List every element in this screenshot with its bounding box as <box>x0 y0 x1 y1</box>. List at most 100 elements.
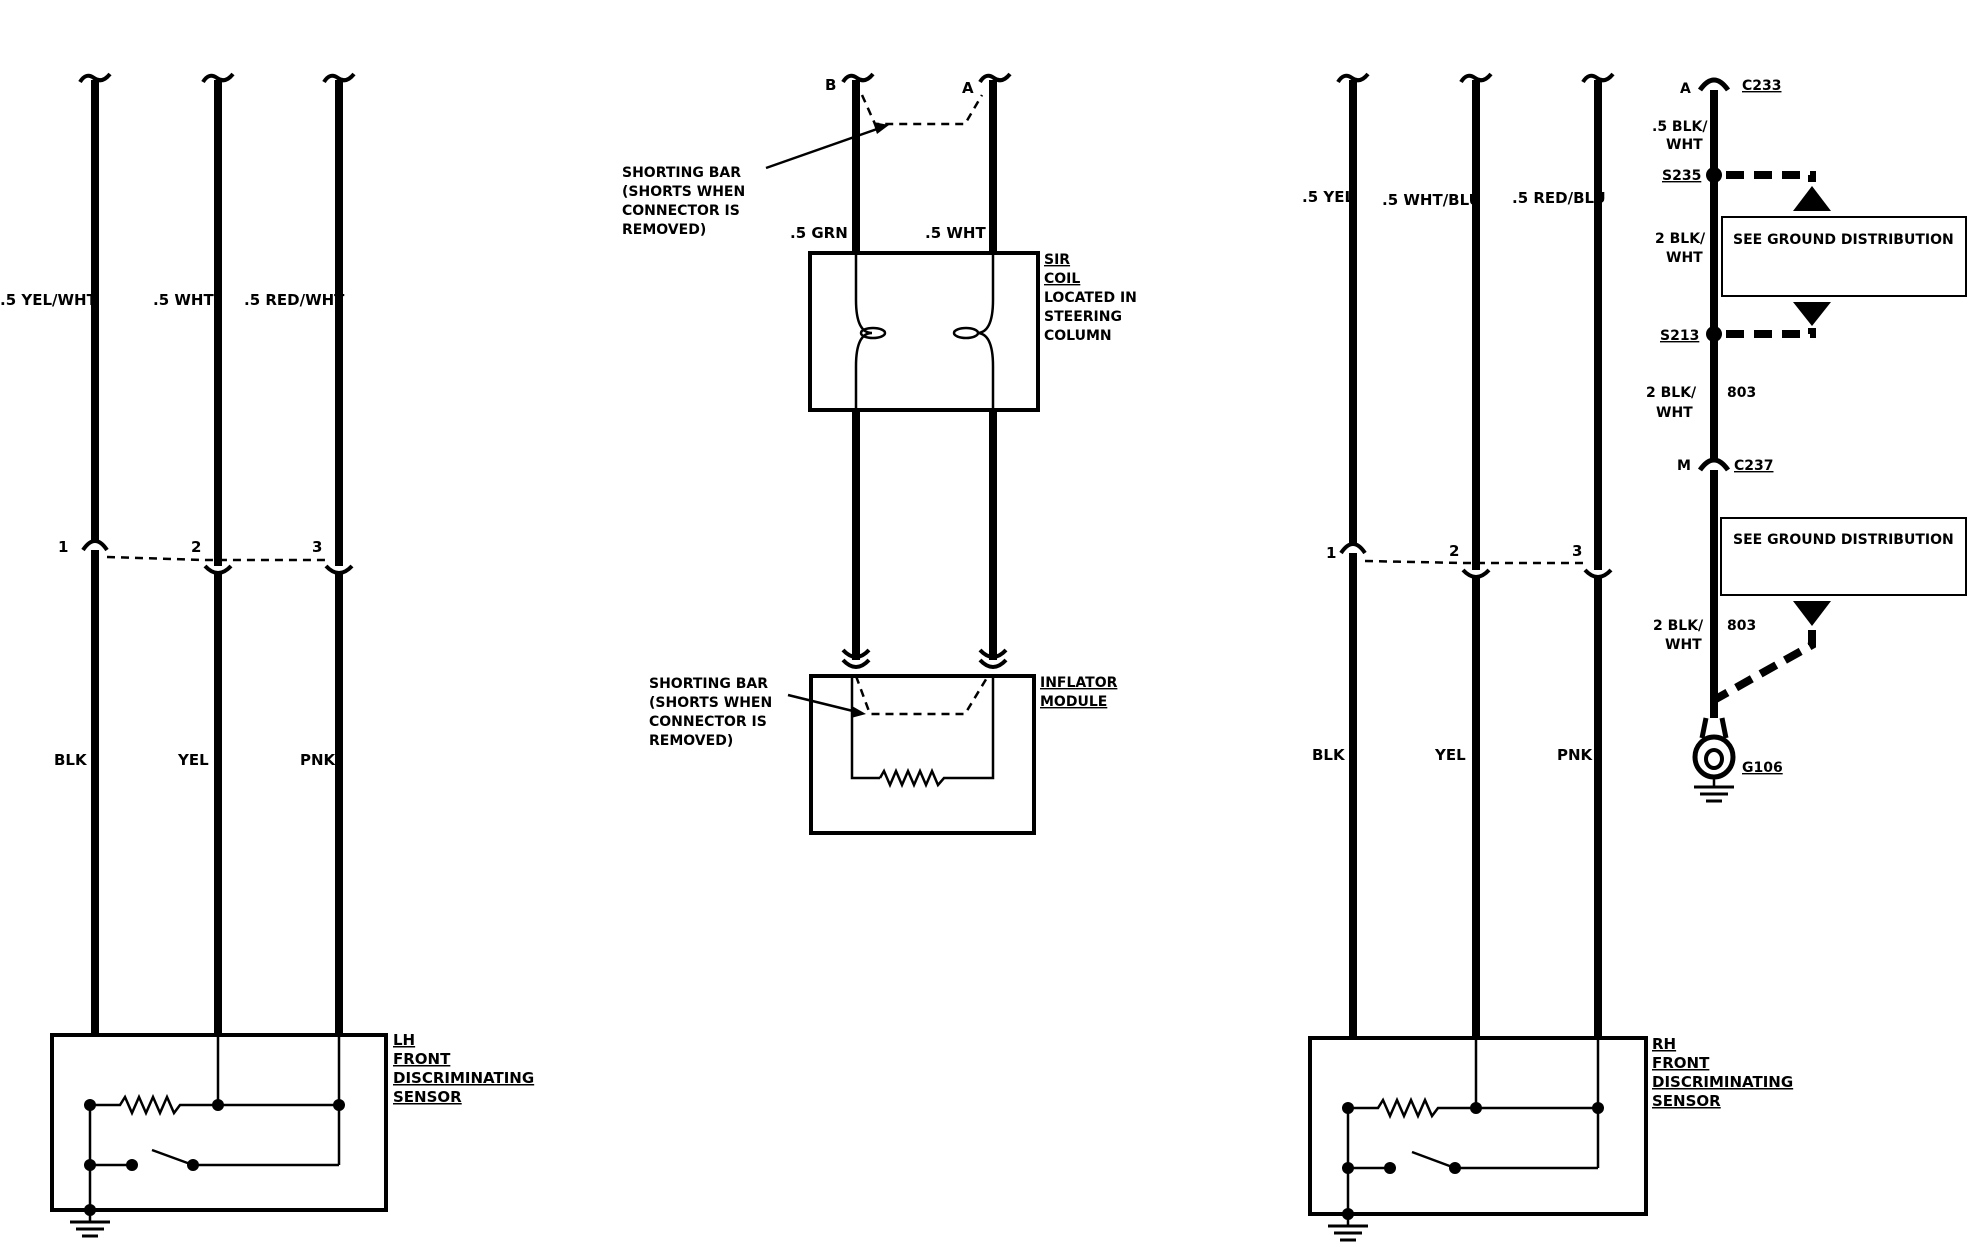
s235-label: S235 <box>1662 168 1701 184</box>
see-ground-text-2: SEE GROUND DISTRIBUTION <box>1733 532 1954 548</box>
s213-splice-icon <box>1706 326 1722 342</box>
lh-pin-1: 1 <box>58 538 68 556</box>
rh-node <box>1342 1102 1354 1114</box>
wire1-line2: WHT <box>1666 137 1703 153</box>
g106-ground-dash <box>1712 630 1816 704</box>
ground-arrow-down-icon <box>1793 302 1831 326</box>
lh-sensor-name-1: LH <box>393 1031 415 1049</box>
shorting-bar-bottom-2: (SHORTS WHEN <box>649 695 772 711</box>
lh-sensor-name-3: DISCRIMINATING <box>393 1069 534 1087</box>
shorting-bar-top-4: REMOVED) <box>622 222 706 238</box>
shorting-bar-top <box>860 94 984 126</box>
connector-2-marker <box>203 564 233 575</box>
lh-wire-color-2: YEL <box>177 751 209 769</box>
shorting-bar-bottom <box>854 675 990 716</box>
g106-ring-terminal-icon <box>1692 700 1736 803</box>
ground-arrow-down-icon <box>1793 601 1831 626</box>
see-ground-text-1: SEE GROUND DISTRIBUTION <box>1733 232 1954 248</box>
g106-label: G106 <box>1742 760 1783 776</box>
lh-sensor-name-2: FRONT <box>393 1050 451 1068</box>
sir-coil-1: SIR <box>1044 252 1070 268</box>
rh-node <box>1470 1102 1482 1114</box>
rh-pin-3: 3 <box>1572 542 1582 560</box>
rh-sensor-section: .5 YEL .5 WHT/BLU .5 RED/BLU 1 2 3 BLK Y… <box>1302 72 1793 1242</box>
lh-node <box>333 1099 345 1111</box>
rh-switch <box>1411 1150 1456 1170</box>
shorting-bar-top-2: (SHORTS WHEN <box>622 184 745 200</box>
lh-node <box>126 1159 138 1171</box>
shorting-bar-top-3: CONNECTOR IS <box>622 203 740 219</box>
wire3-line1: 2 BLK/ <box>1646 385 1697 401</box>
wire4-line1: 2 BLK/ <box>1653 618 1704 634</box>
connector-2-marker <box>1461 568 1491 579</box>
s235-splice-icon <box>1706 167 1722 183</box>
rh-wire-color-1: BLK <box>1312 746 1346 764</box>
lh-ground-icon <box>70 1210 110 1238</box>
wire-break-mark <box>1581 72 1615 84</box>
rh-node <box>1384 1162 1396 1174</box>
rh-wire-color-2: YEL <box>1434 746 1466 764</box>
shorting-bar-arrow <box>787 693 858 714</box>
lh-pin-2: 2 <box>191 538 201 556</box>
arrow-head <box>873 122 889 134</box>
see-ground-box-1 <box>1721 216 1967 297</box>
inflator-name-2: MODULE <box>1040 694 1107 710</box>
rh-node <box>1592 1102 1604 1114</box>
s213-label: S213 <box>1660 328 1699 344</box>
connector-1-marker <box>1339 542 1367 555</box>
rh-node <box>1342 1162 1354 1174</box>
coil-internal <box>854 253 873 410</box>
lh-wire-label-1: .5 YEL/WHT <box>0 291 98 309</box>
rh-pin-2: 2 <box>1449 542 1459 560</box>
circuit-803-b: 803 <box>1727 618 1756 634</box>
lh-pin-3: 3 <box>312 538 322 556</box>
wire-break-mark <box>1336 72 1370 84</box>
shorting-bar-bottom-1: SHORTING BAR <box>649 676 768 692</box>
lh-node <box>187 1159 199 1171</box>
c237-pin: M <box>1677 458 1691 474</box>
rh-sensor-name-4: SENSOR <box>1652 1092 1721 1110</box>
wire-break-mark <box>322 72 356 84</box>
sir-coil-4: STEERING <box>1044 309 1122 325</box>
rh-wire-color-3: PNK <box>1557 746 1594 764</box>
ground-section: A C233 .5 BLK/ WHT S235 SEE GROUND DISTR… <box>1646 77 1967 803</box>
connector-3-marker <box>1583 568 1613 579</box>
rh-sensor-name-1: RH <box>1652 1035 1676 1053</box>
shorting-bar-top-1: SHORTING BAR <box>622 165 741 181</box>
lh-wire-label-2: .5 WHT <box>153 291 214 309</box>
rh-node <box>1449 1162 1461 1174</box>
lh-sensor-section: .5 YEL/WHT .5 WHT .5 RED/WHT 1 2 3 BLK Y… <box>0 72 534 1238</box>
lh-resistor <box>90 1093 339 1117</box>
rh-wire-label-3: .5 RED/BLU <box>1512 189 1606 207</box>
lh-node <box>212 1099 224 1111</box>
wire2-line2: WHT <box>1666 250 1703 266</box>
wire1-line1: .5 BLK/ <box>1652 119 1708 135</box>
inflator-squib-icon <box>878 676 995 789</box>
rh-resistor <box>1348 1096 1598 1120</box>
lh-sensor-name-4: SENSOR <box>393 1088 462 1106</box>
lh-wire-color-1: BLK <box>54 751 88 769</box>
connector-dash <box>106 555 326 562</box>
wire-break-mark <box>841 72 875 84</box>
s235-ground-dash <box>1726 171 1816 182</box>
c237-label: C237 <box>1734 458 1774 474</box>
coil-spring-icon <box>859 326 887 340</box>
connector-1-marker <box>81 539 109 552</box>
wire-break-mark <box>978 72 1012 84</box>
circuit-803-a: 803 <box>1727 385 1756 401</box>
rh-sensor-name-2: FRONT <box>1652 1054 1710 1072</box>
arrow-head <box>851 706 866 718</box>
connector-marker <box>978 648 1008 669</box>
sir-wire-label-wht: .5 WHT <box>925 224 986 242</box>
shorting-bar-arrow <box>765 126 881 170</box>
wire-break-mark <box>201 72 235 84</box>
c233-pin: A <box>1680 81 1691 97</box>
sir-terminal-a: A <box>962 79 974 97</box>
lh-node <box>84 1099 96 1111</box>
shorting-bar-bottom-4: REMOVED) <box>649 733 733 749</box>
wire3-line2: WHT <box>1656 405 1693 421</box>
shorting-bar-bottom-3: CONNECTOR IS <box>649 714 767 730</box>
rh-pin-1: 1 <box>1326 544 1336 562</box>
s213-ground-dash <box>1726 328 1816 338</box>
